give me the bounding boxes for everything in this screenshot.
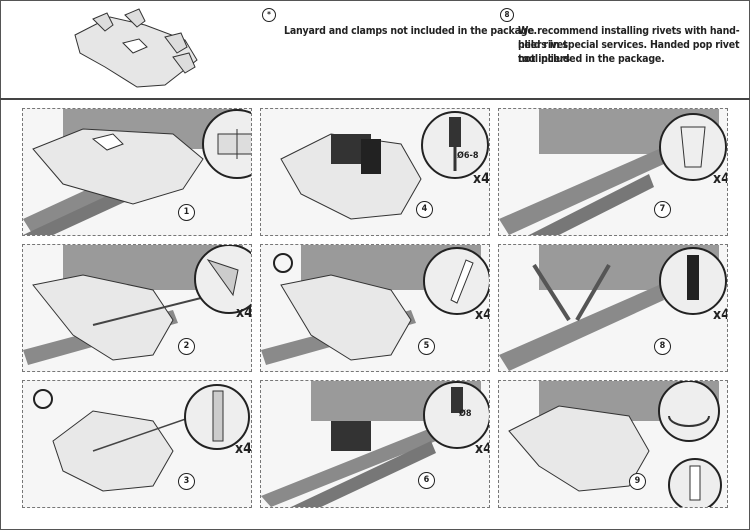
step-5-quantity: x4 [475,307,489,323]
step-4-number: 4 [416,201,433,218]
step-5-illustration [261,245,489,365]
step-6-number: 6 [418,472,435,489]
step-4-panel: Ø6-8 x4 4 [260,108,490,236]
cargo-carrier-illustration [74,8,198,88]
note-rivet-line-3: not included in the package. [518,53,665,65]
step-9-number: 9 [629,473,646,490]
step-1-panel: 1 [22,108,252,236]
step-1-illustration [23,109,251,235]
note-lanyard-text: Lanyard and clamps not included in the p… [284,25,537,37]
step-3-quantity: x4 [235,441,252,457]
step-8-panel: x4 8 [498,244,728,372]
header-section: * Lanyard and clamps not included in the… [0,0,750,100]
note-rivet-line-1: We recommend installing rivets with hand… [518,25,740,51]
step-5-panel: x4 5 [260,244,490,372]
step-8-quantity: x4 [713,307,727,323]
step-7-panel: x4 7 [498,108,728,236]
step-2-number: 2 [178,338,195,355]
step-6-rivet-size: Ø8 [459,409,472,419]
step-2-quantity: x4 [236,305,252,321]
step-3-illustration [33,384,250,492]
step-9-illustration [508,381,722,507]
step-2-panel: x4 2 [22,244,252,372]
note-marker-8: 8 [500,8,514,22]
step-4-drill-size: Ø6-8 [457,151,479,161]
step-5-number: 5 [418,338,435,355]
step-4-quantity: x4 [473,171,490,187]
step-2-illustration [23,245,251,365]
step-4-illustration [280,111,489,220]
step-7-quantity: x4 [713,171,727,187]
step-9-panel: 9 [498,380,728,508]
step-6-illustration [261,381,489,507]
step-6-panel: Ø8 x4 6 [260,380,490,508]
step-3-panel: x4 3 [22,380,252,508]
step-6-quantity: x4 [475,441,489,457]
step-7-illustration [499,109,727,235]
step-1-number: 1 [178,204,195,221]
note-rivet-line-2: pliers in special services. Handed pop r… [518,39,740,65]
step-7-number: 7 [654,201,671,218]
step-3-number: 3 [178,473,195,490]
step-8-illustration [499,245,727,371]
step-8-number: 8 [654,338,671,355]
note-marker-asterisk: * [262,8,276,22]
